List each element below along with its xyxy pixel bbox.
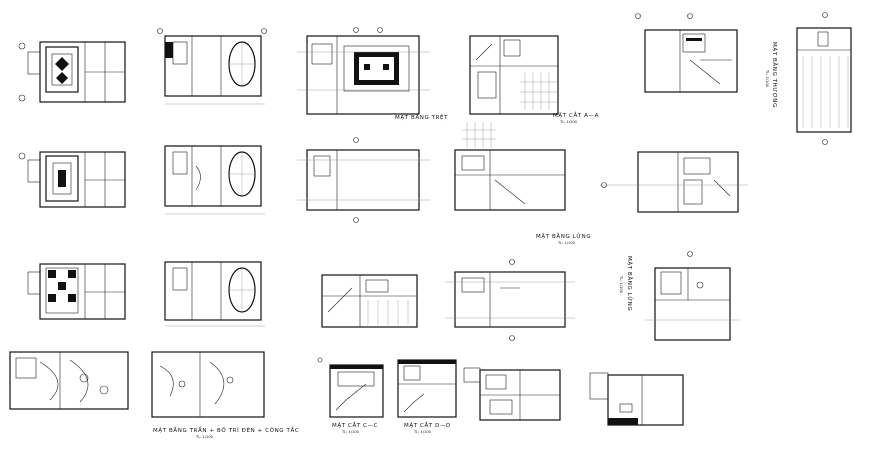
roof-plan: MẶT BẰNG THƯỢNG TL: 1/100	[765, 12, 852, 145]
upper-right-block	[635, 13, 738, 93]
roof-plan-hatch	[802, 56, 849, 128]
section-d-title: MẶT CẮT D—D	[404, 421, 451, 429]
upper-floor-plan-title-vertical: MẶT BẰNG LỬNG	[626, 256, 634, 311]
upper-floor-plan-scale: TL: 1/100	[557, 241, 576, 245]
plan-sheet-r2-c3	[297, 137, 430, 223]
roof-plan-title: MẶT BẰNG THƯỢNG	[771, 42, 779, 108]
section-a-hatch	[520, 72, 558, 110]
plan-sheet-r3-c2	[164, 261, 265, 327]
section-d-scale: TL: 1/100	[413, 430, 432, 434]
ceiling-plan-title: MẶT BẰNG TRẦN + BỐ TRÍ ĐÈN + CÔNG TẮC	[153, 426, 299, 434]
upper-floor-plan: MẶT BẰNG LỬNG TL: 1/100	[454, 122, 591, 245]
ceiling-plan: MẶT BẰNG TRẦN + BỐ TRÍ ĐÈN + CÔNG TẮC TL…	[151, 351, 299, 439]
plan-sheet-r2-c2	[164, 145, 265, 215]
plan-sheet-r1-c2	[157, 28, 267, 105]
section-a-a: MẶT CẮT A—A TL: 1/100	[469, 35, 599, 124]
plan-sheet-r1-c1	[18, 41, 126, 103]
upper-floor-plan-title: MẶT BẰNG LỬNG	[536, 232, 591, 240]
elevation-r3-c3	[321, 274, 418, 328]
roof-plan-scale: TL: 1/100	[765, 69, 769, 88]
plan-sheet-r4-c6	[589, 372, 684, 426]
upper-floor-plan-hatch	[462, 122, 496, 148]
plan-sheet-r3-c4	[445, 259, 575, 341]
plan-sheet-r2-c5	[600, 151, 748, 213]
section-d-d: MẶT CẮT D—D TL: 1/100	[397, 359, 457, 434]
section-a-scale: TL: 1/100	[559, 120, 578, 124]
ceiling-plan-scale: TL: 1/100	[195, 435, 214, 439]
elevation-hatch	[367, 300, 409, 325]
section-c-scale: TL: 1/100	[341, 430, 360, 434]
ground-floor-plan-title: MẶT BẰNG TRỆT	[395, 113, 448, 121]
upper-floor-plan-scale-vertical: TL: 1/100	[619, 275, 623, 294]
plan-sheet-r4-c5	[463, 367, 561, 421]
section-c-title: MẶT CẮT C—C	[332, 421, 378, 429]
plan-sheet-r3-c5: MẶT BẰNG LỬNG TL: 1/100	[619, 251, 740, 341]
plan-sheet-r3-c1	[27, 263, 126, 320]
plan-sheet-r2-c1	[18, 151, 126, 208]
ground-floor-plan: MẶT BẰNG TRỆT	[297, 27, 448, 121]
plan-sheet-r4-c1	[9, 351, 129, 410]
section-a-title: MẶT CẮT A—A	[553, 111, 599, 119]
section-c-c: MẶT CẮT C—C TL: 1/100	[317, 357, 384, 434]
